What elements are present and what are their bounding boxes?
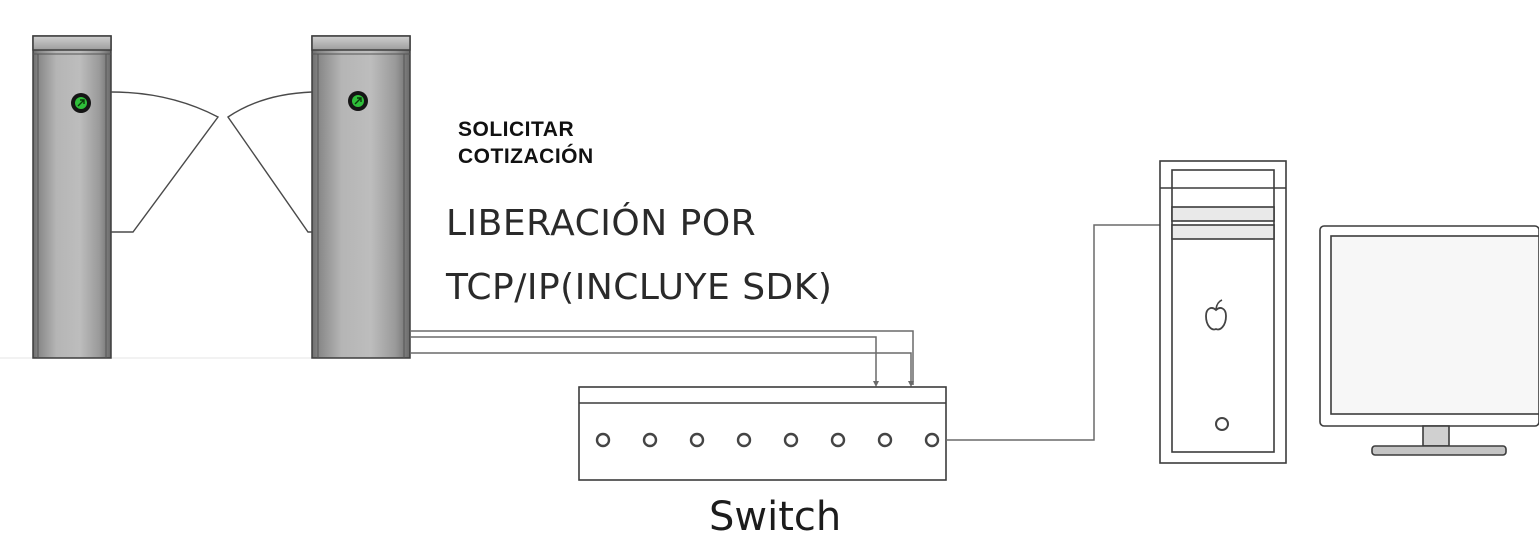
apple-logo-icon	[1205, 299, 1227, 331]
release-description: LIBERACIÓN POR TCP/IP(INCLUYE SDK)	[446, 192, 832, 320]
release-description-line-2: TCP/IP(INCLUYE SDK)	[446, 267, 833, 308]
network-switch	[578, 386, 947, 481]
switch-port	[642, 432, 658, 448]
switch-port	[783, 432, 799, 448]
turnstile-wings	[110, 91, 313, 233]
turnstile-post-left	[32, 35, 112, 359]
switch-port	[830, 432, 846, 448]
release-description-line-1: LIBERACIÓN POR	[446, 203, 757, 244]
power-button-icon	[1215, 417, 1229, 431]
request-quote-link[interactable]: SOLICITAR COTIZACIÓN	[458, 116, 594, 170]
computer-tower	[1159, 160, 1287, 464]
indicator-arrow-icon	[71, 93, 91, 113]
indicator-arrow-icon	[348, 91, 368, 111]
switch-label: Switch	[709, 494, 842, 540]
network-cables	[410, 330, 914, 387]
computer-monitor	[1319, 225, 1539, 456]
request-quote-line-2[interactable]: COTIZACIÓN	[458, 145, 594, 168]
switch-port	[877, 432, 893, 448]
request-quote-line-1[interactable]: SOLICITAR	[458, 118, 575, 141]
switch-port	[689, 432, 705, 448]
switch-port	[736, 432, 752, 448]
switch-port	[924, 432, 940, 448]
turnstile-post-right	[311, 35, 411, 359]
switch-port	[595, 432, 611, 448]
network-cable-computer	[946, 224, 1173, 441]
